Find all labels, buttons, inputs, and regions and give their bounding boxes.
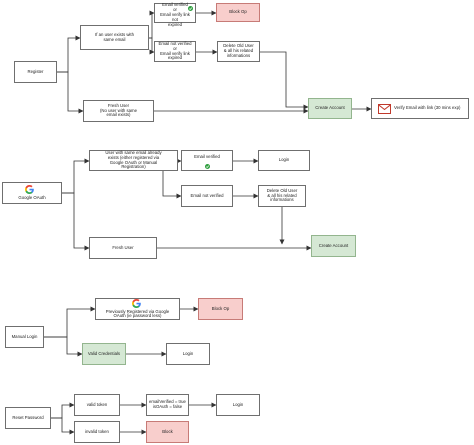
edge-google-same: [62, 158, 90, 194]
reset-valid-token: valid token: [74, 394, 120, 416]
google-email-verified: Email verified: [181, 150, 233, 171]
register-user-exists: If an user exists with same email: [80, 25, 149, 50]
register-email-verified-text: Email verified or Email verify link not …: [157, 0, 193, 28]
register-fresh-user: Fresh User (No user with same email exis…: [83, 100, 154, 122]
manual-login-start: Manual Login: [5, 326, 44, 348]
register-delete-old-user-label: Delete Old User & all his related inform…: [223, 43, 254, 58]
manual-prev-registered-row: Previously Registered via Google OAuth (…: [105, 294, 170, 325]
reset-email-verified-true-label: emailVerified = true isOAuth = false: [149, 399, 186, 409]
google-create-account: Create Account: [311, 235, 356, 257]
manual-valid-credentials-label: Valid Credentials: [87, 350, 121, 356]
reset-invalid-token: invalid token: [74, 421, 120, 443]
reset-login-label: Login: [232, 401, 244, 407]
manual-login: Login: [166, 343, 210, 365]
edge-google-fresh: [62, 192, 90, 251]
register-fresh-user-label: Fresh User (No user with same email exis…: [99, 102, 137, 118]
reset-block: Block: [146, 421, 189, 443]
edge-same-notverified: [162, 171, 182, 199]
edge-reset-valid: [51, 402, 75, 419]
google-icon: [131, 298, 141, 308]
register-email-not-verified: Email not verified or Email verify link …: [154, 41, 196, 62]
google-fresh-user-label: Fresh User: [112, 244, 134, 250]
google-create-account-label: Create Account: [318, 242, 349, 248]
google-delete-old-user: Delete Old User & all his related inform…: [258, 185, 306, 207]
edge-delete-create: [260, 51, 309, 110]
google-login: Login: [258, 150, 310, 171]
edge-manual-valid: [44, 336, 83, 357]
register-block-op-label: Block Op: [229, 9, 247, 15]
mail-icon: [378, 103, 391, 114]
edge-exists-notverified: [149, 37, 155, 55]
manual-prev-registered: Previously Registered via Google OAuth (…: [95, 298, 180, 320]
google-fresh-user: Fresh User: [89, 237, 157, 259]
google-delete-old-user-label: Delete Old User & all his related inform…: [266, 187, 298, 203]
check-icon: [188, 6, 193, 11]
google-login-label: Login: [278, 157, 290, 163]
register-user-exists-label: If an user exists with same email: [95, 31, 134, 42]
reset-email-verified-true: emailVerified = true isOAuth = false: [146, 394, 189, 416]
register-verify-email-label: Verify Email with link (30 mins exp): [394, 105, 461, 111]
edge-manual-prev: [44, 306, 96, 338]
reset-login: Login: [216, 394, 260, 416]
register-start: Register: [14, 61, 57, 83]
google-user-same-email-label: User with same email already exists (eit…: [105, 149, 162, 170]
manual-login-label: Login: [182, 350, 194, 356]
register-block-op: Block Op: [216, 3, 260, 22]
check-icon: [205, 164, 211, 170]
register-email-verified-label: Email verified or Email verify link not …: [160, 2, 190, 27]
google-oauth-start-row: Google OAuth: [18, 180, 46, 206]
google-email-not-verified-label: Email not verified: [190, 192, 224, 198]
google-icon: [24, 185, 34, 195]
google-email-not-verified: Email not verified: [181, 185, 233, 207]
google-email-verified-label: Email verified: [194, 153, 220, 159]
manual-valid-credentials: Valid Credentials: [82, 343, 126, 365]
google-email-verified-row: Email verified: [194, 150, 220, 172]
manual-prev-registered-label: Previously Registered via Google OAuth (…: [105, 308, 170, 319]
reset-password-start: Reset Password: [5, 407, 51, 429]
google-user-same-email: User with same email already exists (eit…: [89, 150, 178, 171]
reset-password-start-label: Reset Password: [12, 414, 44, 420]
edge-register-exists: [57, 35, 81, 73]
register-email-not-verified-label: Email not verified or Email verify link …: [158, 40, 192, 61]
manual-block-op-label: Block Op: [211, 305, 230, 311]
reset-valid-token-label: valid token: [86, 401, 108, 407]
manual-login-start-label: Manual Login: [11, 333, 38, 339]
register-create-account-label: Create Account: [315, 105, 345, 111]
manual-block-op: Block Op: [198, 298, 243, 320]
register-email-verified: Email verified or Email verify link not …: [154, 2, 196, 27]
register-create-account: Create Account: [308, 98, 352, 119]
reset-invalid-token-label: invalid token: [85, 428, 109, 434]
edge-register-fresh: [57, 71, 84, 114]
reset-block-label: Block: [162, 428, 173, 434]
google-oauth-start: Google OAuth: [2, 182, 62, 204]
register-delete-old-user: Delete Old User & all his related inform…: [217, 41, 260, 62]
google-oauth-start-label: Google OAuth: [18, 195, 46, 200]
register-start-label: Register: [27, 68, 44, 74]
edge-reset-invalid: [51, 417, 75, 435]
register-verify-email: Verify Email with link (30 mins exp): [371, 98, 469, 119]
